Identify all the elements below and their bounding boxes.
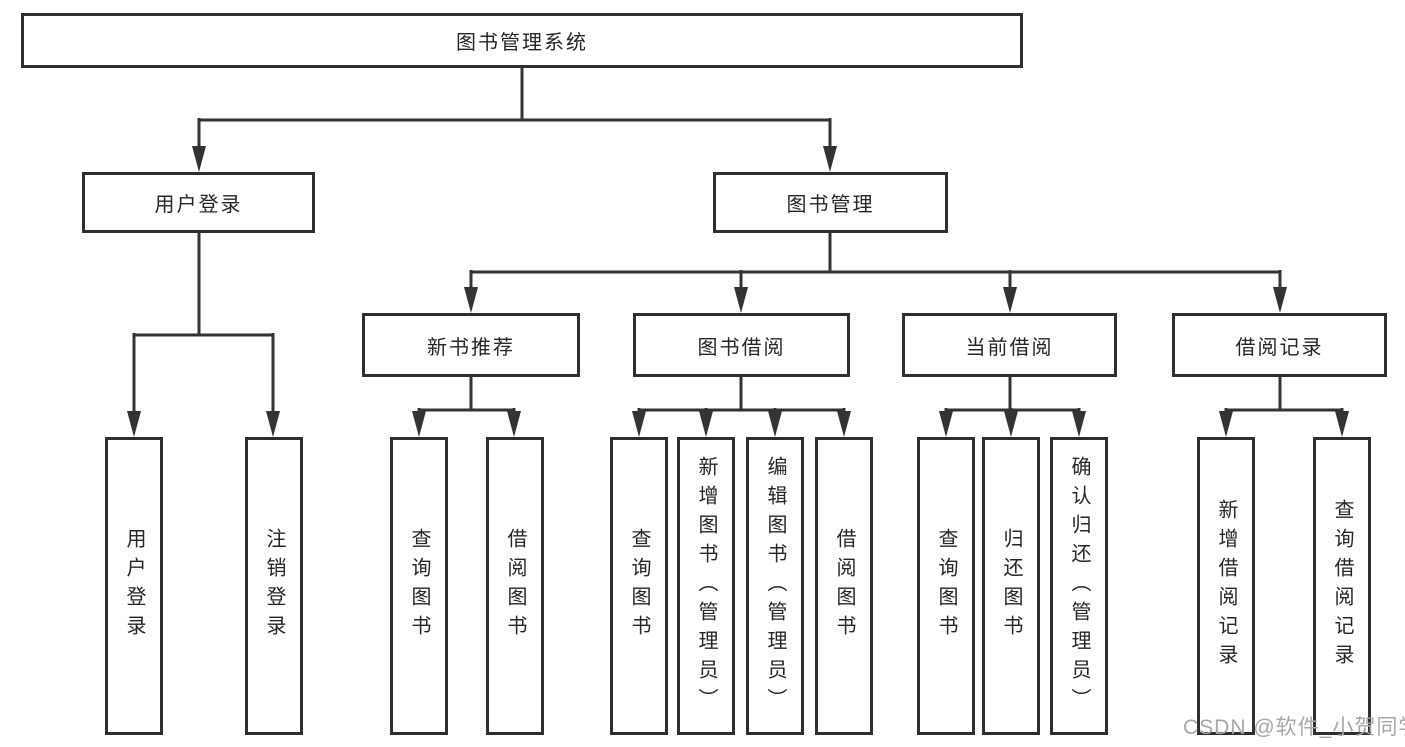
leaf-label: 编辑图书（管理员）	[764, 455, 786, 717]
leaf-current-confirm-return-admin: 确认归还（管理员）	[1050, 437, 1108, 735]
arrow-down-icon	[1072, 411, 1086, 437]
leaf-record-query: 查询借阅记录	[1313, 437, 1371, 735]
leaf-label: 查询图书	[408, 528, 430, 644]
arrow-down-icon	[1273, 287, 1287, 313]
node-book-borrow: 图书借阅	[633, 313, 850, 377]
node-root: 图书管理系统	[21, 13, 1023, 68]
leaf-label: 借阅图书	[504, 528, 526, 644]
leaf-user-login: 用户登录	[105, 437, 163, 735]
arrow-down-icon	[1219, 411, 1233, 437]
node-new-book-recommend-label: 新书推荐	[427, 336, 515, 359]
arrow-down-icon	[1335, 411, 1349, 437]
arrow-down-icon	[192, 146, 206, 172]
arrow-down-icon	[768, 411, 782, 437]
arrow-down-icon	[632, 411, 646, 437]
node-borrow-record: 借阅记录	[1172, 313, 1387, 377]
node-user-login-label: 用户登录	[154, 194, 243, 216]
leaf-record-add: 新增借阅记录	[1197, 437, 1255, 735]
arrow-down-icon	[127, 411, 141, 437]
arrow-down-icon	[734, 287, 748, 313]
leaf-label: 借阅图书	[833, 528, 855, 644]
leaf-label: 归还图书	[1000, 528, 1022, 644]
arrowheads	[127, 146, 1349, 437]
leaf-borrow-add-books-admin: 新增图书（管理员）	[677, 437, 735, 735]
leaf-label: 查询图书	[628, 528, 650, 644]
watermark-text: CSDN @软件_小贺同学	[1183, 716, 1405, 739]
leaf-current-return-books: 归还图书	[982, 437, 1040, 735]
node-current-borrow-label: 当前借阅	[965, 336, 1054, 359]
node-user-login: 用户登录	[82, 172, 315, 233]
leaf-label: 新增图书（管理员）	[695, 455, 717, 717]
node-book-borrow-label: 图书借阅	[697, 336, 786, 359]
arrow-down-icon	[699, 411, 713, 437]
leaf-label: 确认归还（管理员）	[1068, 455, 1090, 717]
leaf-label: 查询图书	[935, 528, 957, 644]
node-book-management-label: 图书管理	[786, 194, 875, 216]
leaf-current-query-books: 查询图书	[917, 437, 975, 735]
arrow-down-icon	[823, 146, 837, 172]
arrow-down-icon	[939, 411, 953, 437]
leaf-borrow-edit-books-admin: 编辑图书（管理员）	[746, 437, 804, 735]
leaf-borrow-query-books: 查询图书	[610, 437, 668, 735]
node-root-label: 图书管理系统	[456, 32, 588, 54]
leaf-label: 新增借阅记录	[1215, 499, 1237, 673]
arrow-down-icon	[464, 287, 478, 313]
node-book-management: 图书管理	[713, 172, 948, 233]
node-new-book-recommend: 新书推荐	[362, 313, 580, 377]
node-borrow-record-label: 借阅记录	[1235, 336, 1324, 359]
arrow-down-icon	[1004, 411, 1018, 437]
leaf-label: 用户登录	[123, 528, 145, 644]
leaf-label: 查询借阅记录	[1331, 499, 1353, 673]
leaf-logout: 注销登录	[245, 437, 303, 735]
arrow-down-icon	[412, 411, 426, 437]
arrow-down-icon	[507, 411, 521, 437]
node-current-borrow: 当前借阅	[902, 313, 1117, 377]
arrow-down-icon	[837, 411, 851, 437]
leaf-newbook-borrow-books: 借阅图书	[486, 437, 544, 735]
arrow-down-icon	[1003, 287, 1017, 313]
arrow-down-icon	[266, 411, 280, 437]
leaf-newbook-query-books: 查询图书	[390, 437, 448, 735]
leaf-label: 注销登录	[263, 528, 285, 644]
leaf-borrow-borrow-books: 借阅图书	[815, 437, 873, 735]
